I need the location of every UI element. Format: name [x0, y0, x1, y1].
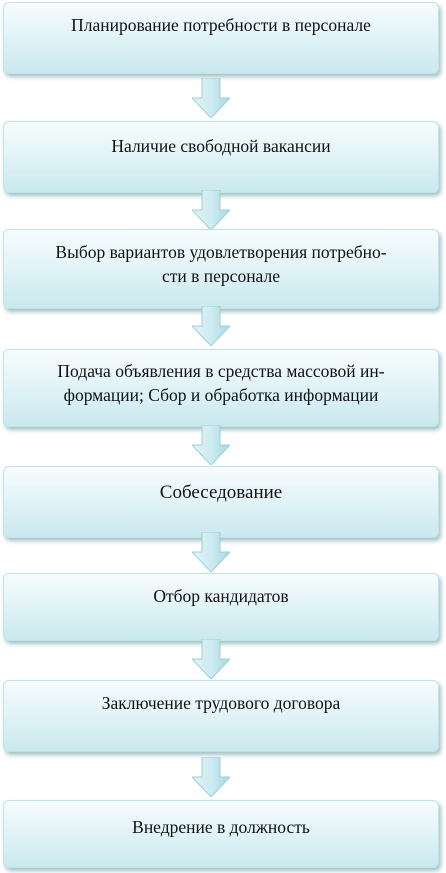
- step-box-8: Внедрение в должность: [3, 800, 439, 868]
- step-label-1: Планирование потребности в персонале: [71, 15, 371, 35]
- step-label-2: Наличие свободной вакансии: [111, 136, 331, 156]
- down-arrow-icon: [192, 425, 230, 465]
- step-box-6: Отбор кандидатов: [3, 573, 439, 641]
- down-arrow-icon: [192, 639, 230, 679]
- step-label-8: Внедрение в должность: [132, 817, 310, 837]
- down-arrow-icon: [192, 306, 230, 346]
- down-arrow-icon: [192, 78, 230, 118]
- step-box-4: Подача объявления в средства массовой ин…: [3, 349, 439, 427]
- step-box-5: Собеседование: [3, 466, 439, 538]
- step-box-7: Заключение трудового договора: [3, 680, 439, 752]
- down-arrow-icon: [192, 757, 230, 797]
- step-label-3: Выбор вариантов удовлетворения потребно-…: [55, 242, 387, 286]
- step-label-4: Подача объявления в средства массовой ин…: [57, 361, 385, 405]
- down-arrow-icon: [192, 190, 230, 230]
- down-arrow-icon: [192, 532, 230, 572]
- step-box-1: Планирование потребности в персонале: [3, 2, 439, 74]
- step-label-7: Заключение трудового договора: [101, 693, 341, 713]
- step-box-2: Наличие свободной вакансии: [3, 121, 439, 193]
- step-label-6: Отбор кандидатов: [153, 586, 289, 606]
- step-label-5: Собеседование: [159, 482, 283, 503]
- step-box-3: Выбор вариантов удовлетворения потребно-…: [3, 229, 439, 309]
